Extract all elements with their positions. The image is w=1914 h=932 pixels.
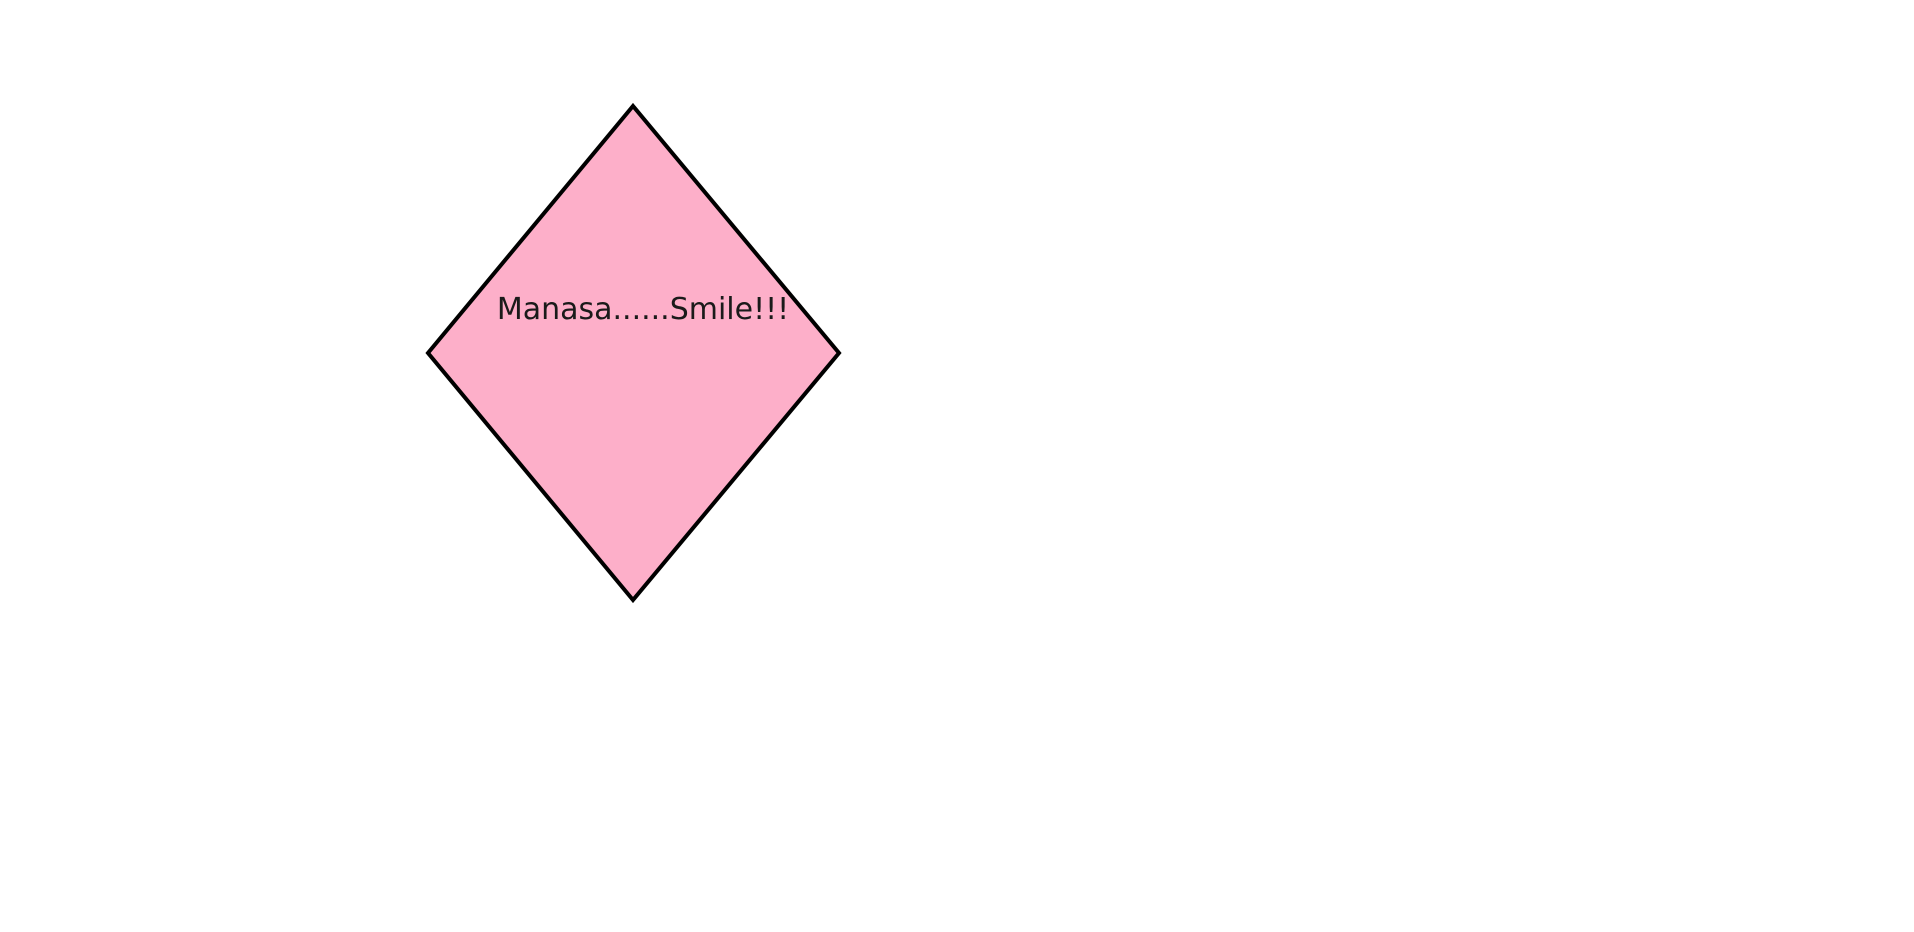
diamond-shape[interactable]: [425, 102, 842, 604]
diamond-label: Manasa......Smile!!!: [497, 292, 789, 327]
